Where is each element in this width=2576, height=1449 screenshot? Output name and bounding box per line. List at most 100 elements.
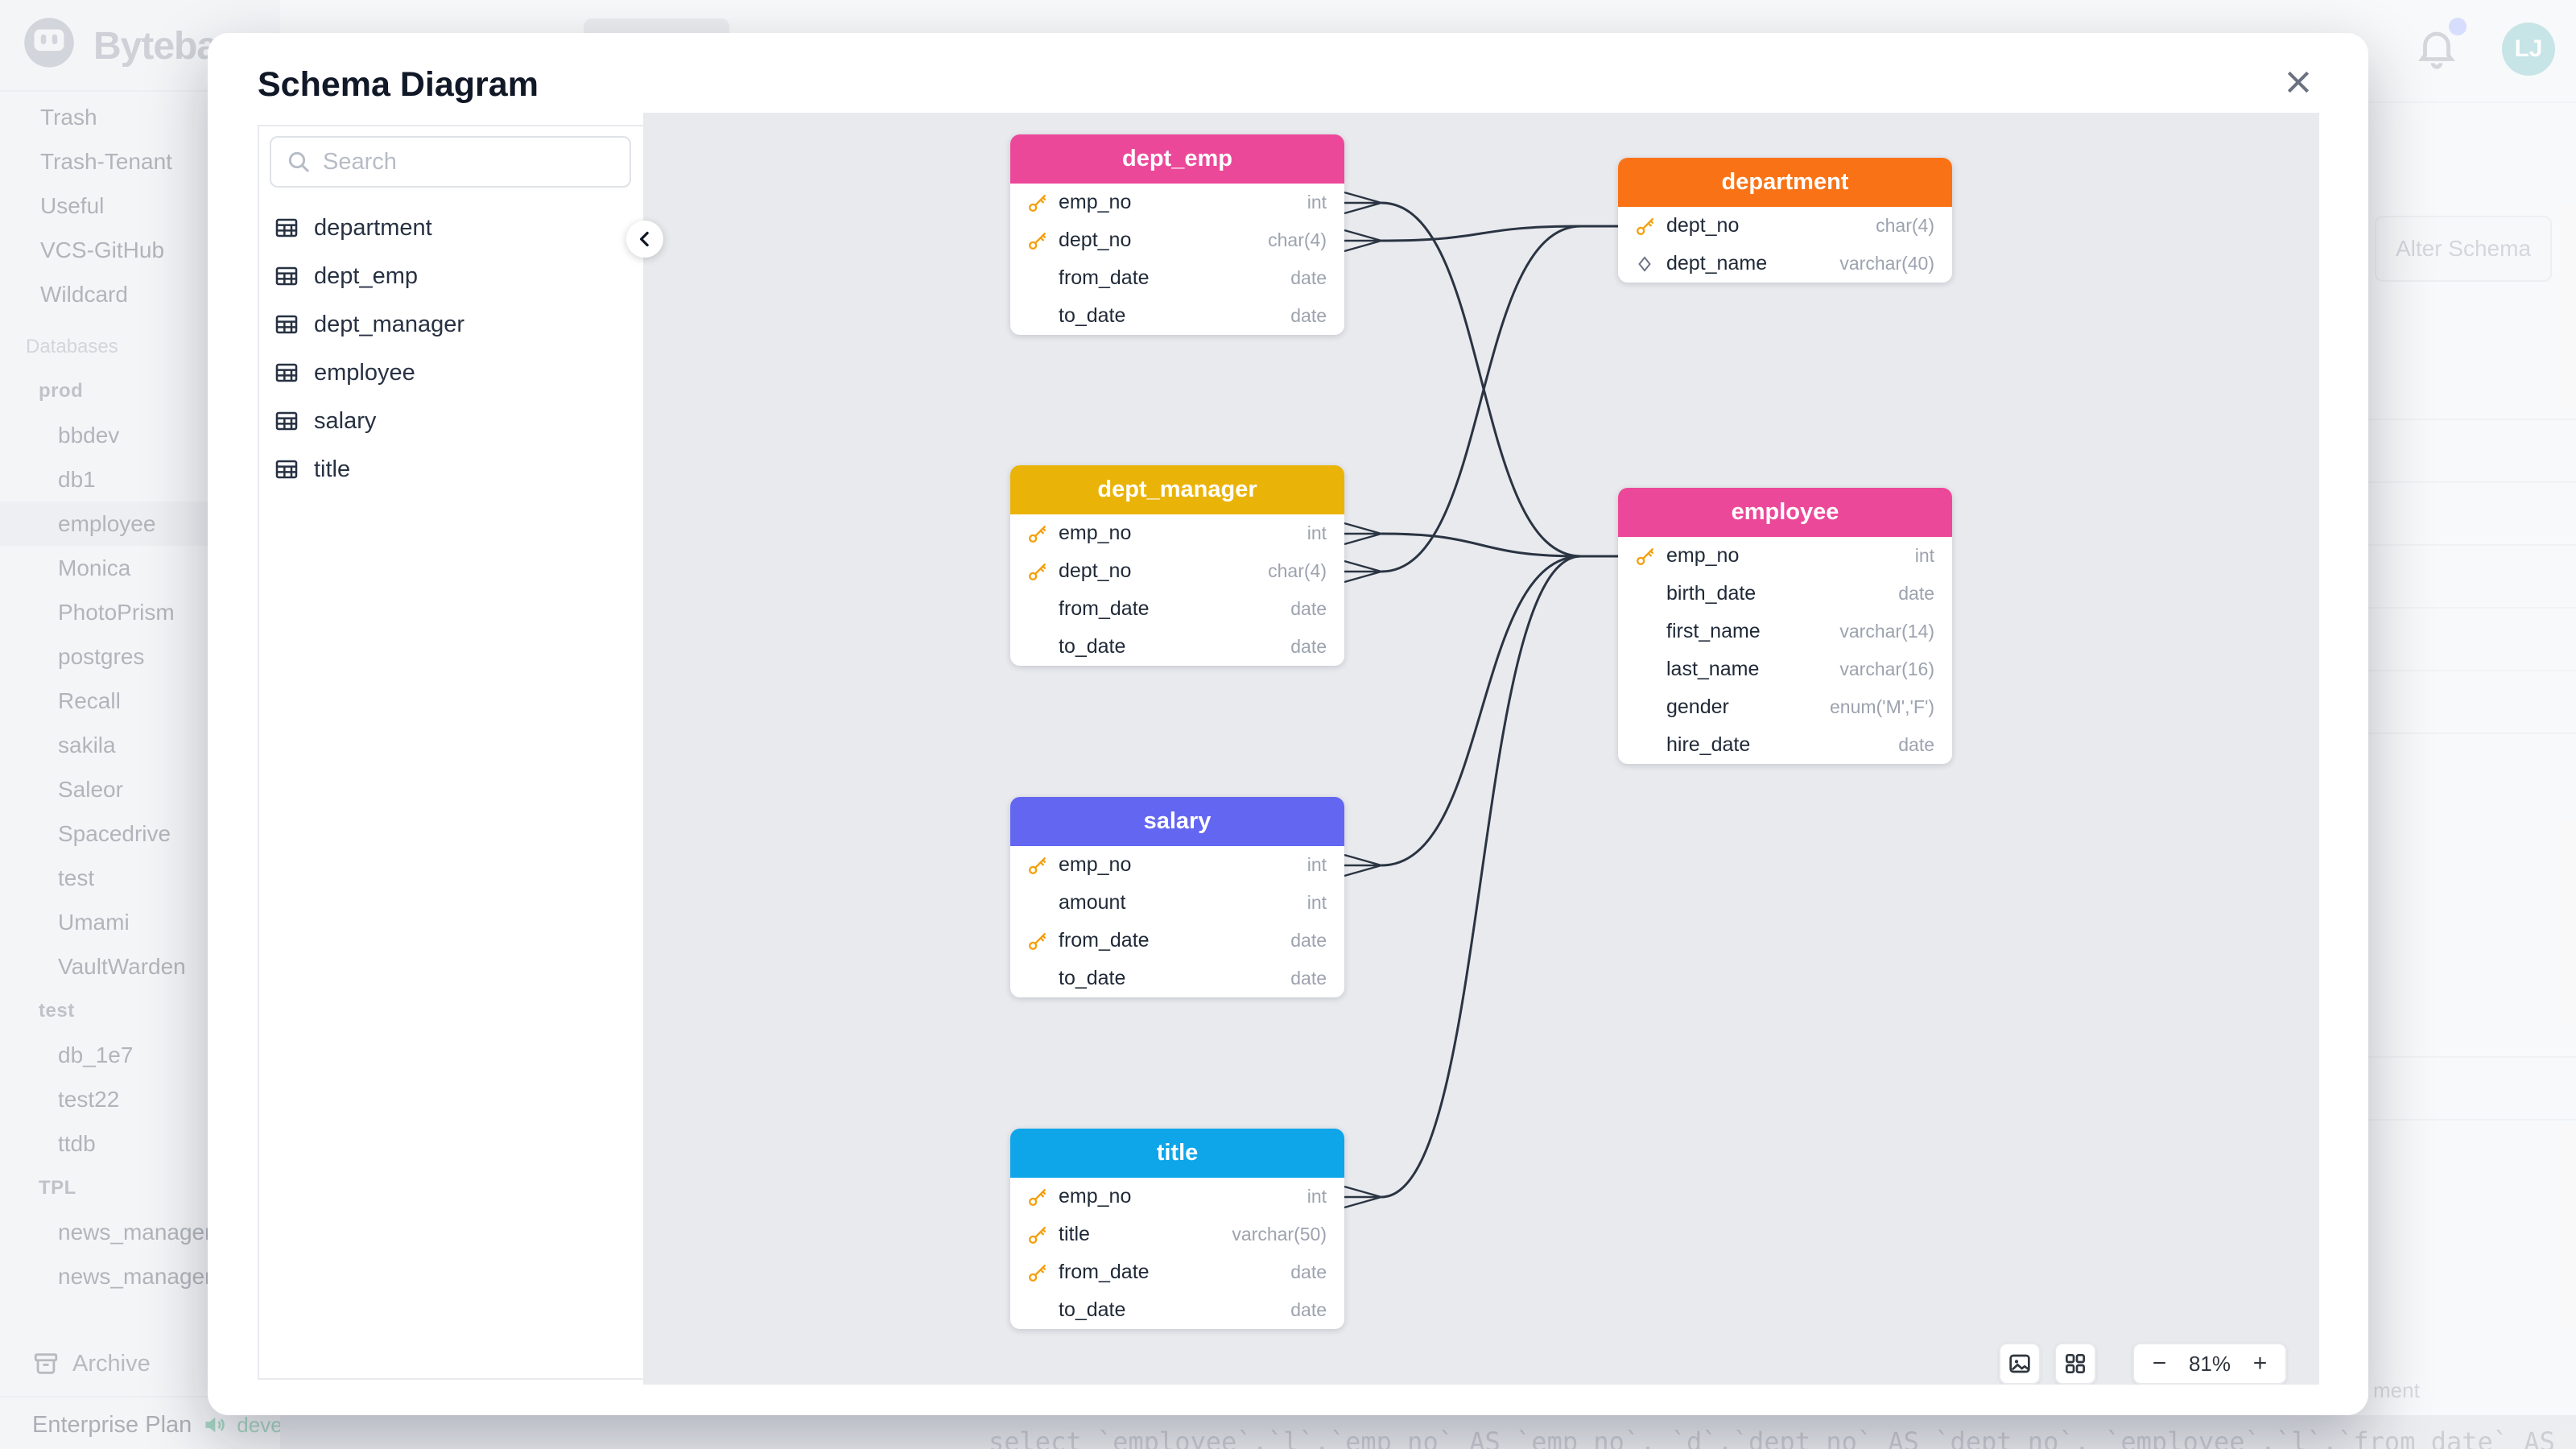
column-type: int (1307, 522, 1327, 543)
table-list-item-dept_emp[interactable]: dept_emp (259, 252, 645, 300)
crow-foot-dept_emp-dept_no (1344, 229, 1382, 253)
column-type: date (1290, 968, 1327, 989)
search-icon (288, 151, 310, 173)
column-name: hire_date (1666, 733, 1751, 756)
edge-dept_emp-department (1381, 225, 1618, 242)
column-type: varchar(14) (1839, 621, 1934, 642)
crow-foot-dept_emp-emp_no (1344, 191, 1382, 215)
column-name: last_name (1666, 658, 1760, 680)
zoom-controls: − 81% + (2132, 1343, 2287, 1385)
column-row-emp_no: emp_no int (1010, 184, 1344, 221)
zoom-level: 81% (2188, 1351, 2231, 1376)
primary-key-icon (1637, 547, 1654, 565)
primary-key-icon (1029, 1226, 1046, 1244)
table-card-title: employee (1618, 488, 1952, 537)
search-input[interactable]: Search (270, 136, 631, 188)
table-list-item-dept_manager[interactable]: dept_manager (259, 300, 645, 349)
collapse-panel-button[interactable] (626, 221, 663, 258)
column-name: amount (1059, 891, 1126, 914)
column-type: varchar(16) (1839, 658, 1934, 679)
table-card-title: department (1618, 158, 1952, 207)
table-list-item-salary[interactable]: salary (259, 397, 645, 445)
column-name: from_date (1059, 1261, 1150, 1283)
crow-foot-title-emp_no (1344, 1185, 1382, 1209)
table-icon (275, 218, 298, 237)
crow-foot-dept_manager-emp_no (1344, 522, 1382, 546)
table-list-label: title (314, 456, 351, 482)
edge-dept_emp-employee (1381, 201, 1618, 558)
table-list-label: dept_manager (314, 311, 465, 337)
edge-title-employee (1381, 555, 1618, 1199)
grid-icon (2066, 1354, 2085, 1373)
table-card-title: dept_manager (1010, 465, 1344, 514)
modal-title: Schema Diagram (258, 65, 539, 104)
edge-dept_manager-employee (1381, 532, 1618, 558)
column-name: from_date (1059, 929, 1150, 952)
close-icon (2287, 71, 2310, 93)
column-type: int (1914, 545, 1934, 566)
index-diamond-icon (1638, 255, 1651, 272)
table-list-item-employee[interactable]: employee (259, 349, 645, 397)
column-name: dept_name (1666, 252, 1768, 275)
primary-key-icon (1029, 232, 1046, 250)
column-type: date (1290, 267, 1327, 288)
column-row-dept_no: dept_no char(4) (1618, 207, 1952, 245)
column-type: date (1290, 930, 1327, 951)
column-name: dept_no (1666, 214, 1740, 237)
column-row-first_name: first_name varchar(14) (1618, 613, 1952, 650)
export-image-button[interactable] (1999, 1343, 2041, 1385)
column-type: enum('M','F') (1829, 696, 1934, 717)
table-icon (275, 315, 298, 334)
column-type: varchar(50) (1232, 1224, 1327, 1245)
column-type: char(4) (1268, 229, 1327, 250)
edge-salary-employee (1381, 555, 1618, 867)
column-name: dept_no (1059, 229, 1132, 251)
column-row-dept_no: dept_no char(4) (1010, 221, 1344, 259)
table-card-title: salary (1010, 797, 1344, 846)
table-icon (275, 460, 298, 479)
crow-foot-dept_manager-dept_no (1344, 559, 1382, 584)
column-name: emp_no (1059, 522, 1132, 544)
column-type: int (1307, 192, 1327, 213)
table-list-item-title[interactable]: title (259, 445, 645, 493)
column-name: first_name (1666, 620, 1761, 642)
edge-dept_manager-department (1381, 225, 1618, 573)
zoom-out-button[interactable]: − (2152, 1350, 2167, 1377)
column-type: int (1307, 1186, 1327, 1207)
column-row-emp_no: emp_no int (1010, 1178, 1344, 1216)
column-name: emp_no (1059, 191, 1132, 213)
column-name: emp_no (1059, 1185, 1132, 1208)
column-type: char(4) (1876, 215, 1934, 236)
column-name: dept_no (1059, 559, 1132, 582)
fit-view-button[interactable] (2054, 1343, 2096, 1385)
table-card-title: title (1010, 1129, 1344, 1178)
column-name: emp_no (1059, 853, 1132, 876)
primary-key-icon (1029, 857, 1046, 874)
table-card-title: dept_emp (1010, 134, 1344, 184)
column-name: emp_no (1666, 544, 1740, 567)
primary-key-icon (1029, 525, 1046, 543)
close-button[interactable] (2273, 57, 2323, 107)
column-name: to_date (1059, 304, 1126, 327)
column-row-to_date: to_date date (1010, 297, 1344, 335)
column-type: date (1898, 583, 1934, 604)
table-icon (275, 266, 298, 286)
zoom-in-button[interactable]: + (2252, 1350, 2268, 1377)
column-type: date (1290, 305, 1327, 326)
table-list-item-department[interactable]: department (259, 204, 645, 252)
